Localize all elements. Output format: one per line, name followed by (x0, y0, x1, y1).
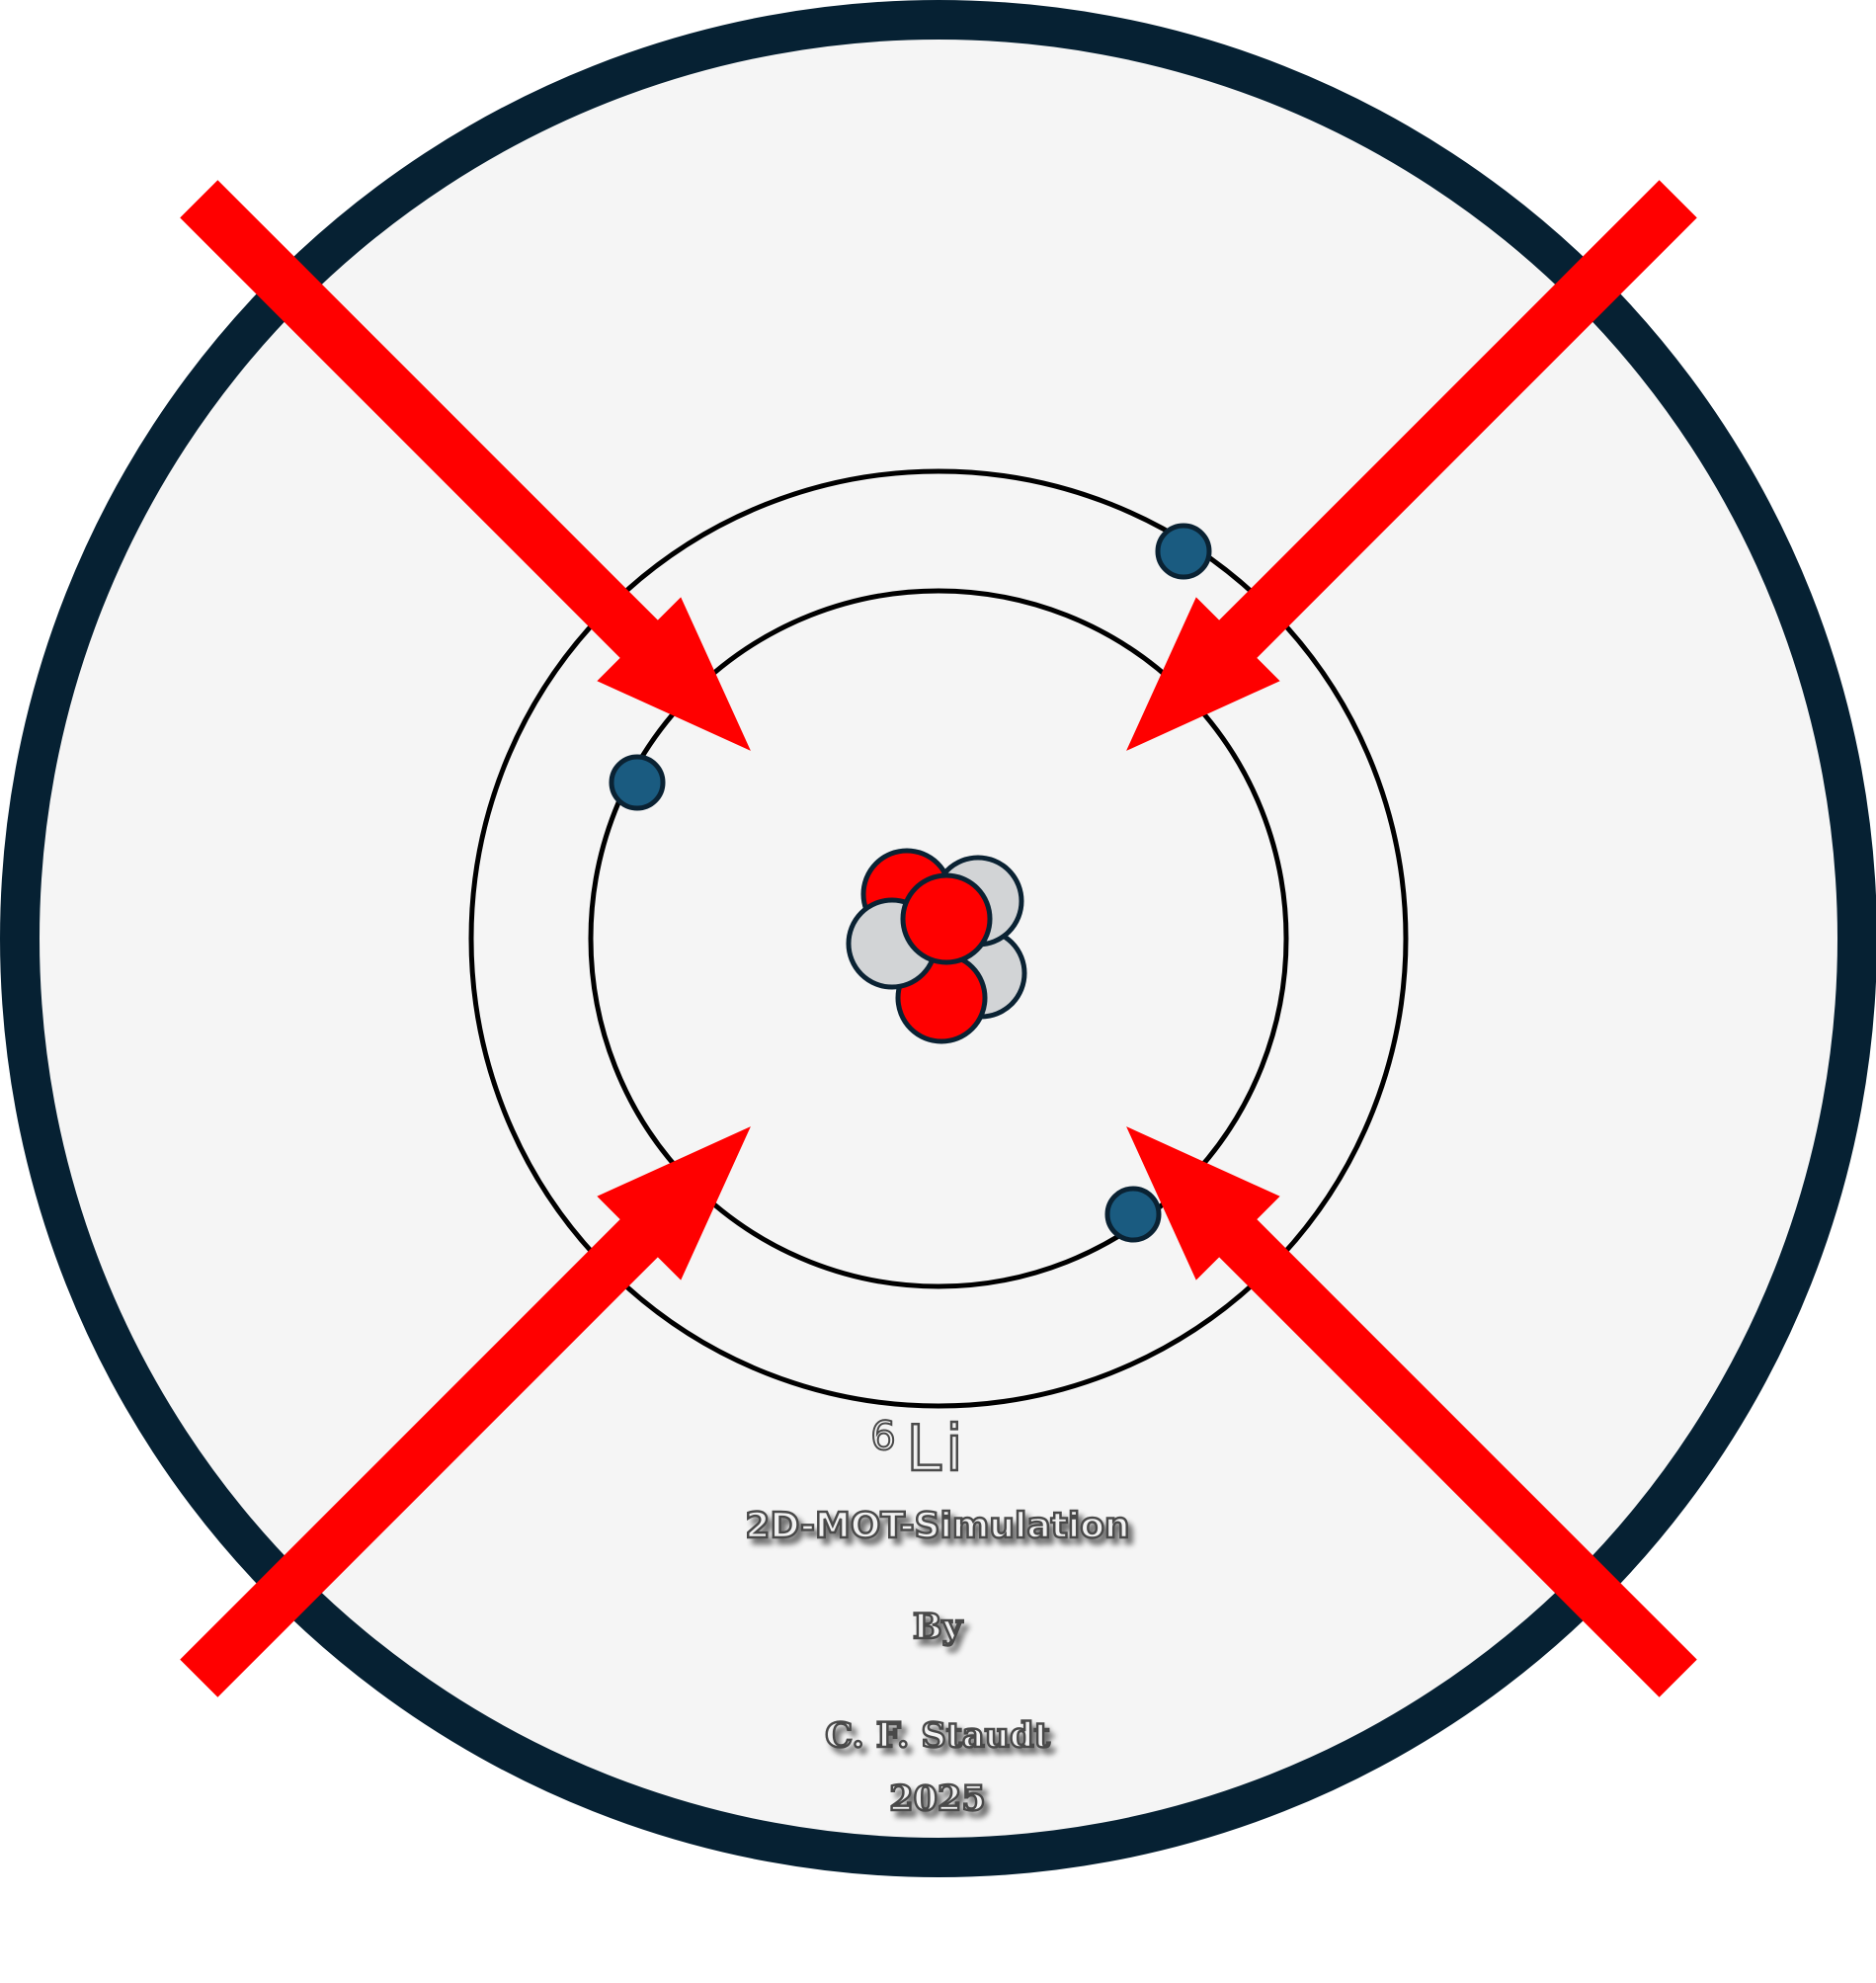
electron-inner-left (609, 754, 666, 811)
laser-beam-arrow-icon-bottom-right (1126, 1126, 1697, 1697)
byline: By (913, 1607, 964, 1647)
author: C. F. Staudt (825, 1715, 1050, 1756)
outer-orbit (468, 468, 1409, 1409)
nucleus (846, 848, 1027, 1044)
inner-orbit (588, 588, 1289, 1289)
laser-beam-arrow-icon-top-right (1126, 180, 1697, 751)
laser-arrows (180, 180, 1697, 1697)
isotope-label: 6 Li (869, 1412, 966, 1488)
proton (900, 872, 993, 965)
laser-beam-arrow-icon-top-left (180, 180, 751, 751)
mass-number: 6 (870, 1414, 895, 1459)
electron-inner-right (1104, 1186, 1162, 1243)
electron-outer (1155, 523, 1212, 580)
title: 2D-MOT-Simulation (745, 1506, 1129, 1546)
element-symbol: Li (906, 1413, 966, 1486)
laser-beam-arrow-icon-bottom-left (180, 1126, 751, 1697)
year: 2025 (889, 1778, 985, 1819)
